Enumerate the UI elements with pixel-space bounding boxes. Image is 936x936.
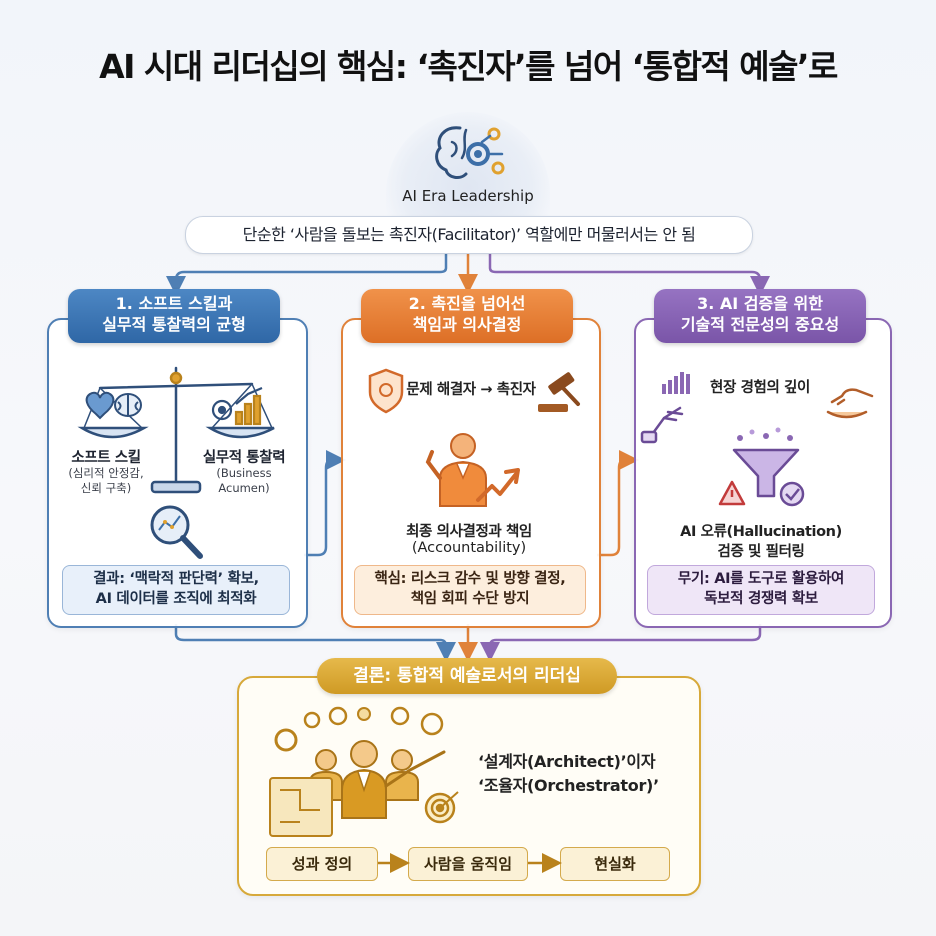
- panel-3-note-line1: 무기: AI를 도구로 활용하여: [677, 571, 845, 587]
- connector-p1-p2: [304, 450, 346, 557]
- verify-filter-label: 검증 및 필터링: [717, 544, 805, 560]
- panel-1-title: 1. 소프트 스킬과 실무적 통찰력의 균형: [68, 289, 280, 343]
- business-acumen-label: 실무적 통찰력: [202, 450, 286, 466]
- panel-1-note-line1: 결과: ‘맥락적 판단력’ 확보,: [93, 571, 259, 587]
- connector-blue-top: [166, 253, 448, 296]
- panel-2-core-note: 핵심: 리스크 감수 및 방향 결정, 책임 회피 수단 방지: [354, 565, 586, 615]
- panel-2-title: 2. 촉진을 넘어선 책임과 의사결정: [361, 289, 573, 343]
- panel-1-title-line1: 1. 소프트 스킬과: [115, 294, 233, 313]
- panel-3-note-line2: 독보적 경쟁력 확보: [704, 591, 818, 607]
- panel-1-note-line2: AI 데이터를 조직에 최적화: [95, 591, 257, 607]
- connector-purple-top: [488, 253, 770, 296]
- soft-skill-sub2: 신뢰 구축): [80, 481, 132, 495]
- conclusion-title: 결론: 통합적 예술로서의 리더십: [317, 658, 617, 694]
- panel-3-title-line2: 기술적 전문성의 중요성: [680, 315, 840, 334]
- architect-role: ‘설계자(Architect)’이자: [478, 752, 656, 771]
- step-move-people: 사람을 움직임: [408, 847, 528, 881]
- soft-skill-sub1: (심리적 안정감,: [68, 466, 144, 480]
- panel-3-weapon-note: 무기: AI를 도구로 활용하여 독보적 경쟁력 확보: [647, 565, 875, 615]
- business-acumen-sub2: Acumen): [218, 481, 270, 495]
- hub-label: AI Era Leadership: [402, 187, 534, 205]
- role-shift-label: 문제 해결자 → 촉진자: [406, 382, 536, 398]
- connector-p2-p3: [597, 450, 639, 557]
- panel-2-title-line1: 2. 촉진을 넘어선: [408, 294, 526, 313]
- ai-error-label: AI 오류(Hallucination): [680, 524, 842, 540]
- panel-2-note-line2: 책임 회피 수단 방지: [410, 591, 530, 607]
- panel-1-result-note: 결과: ‘맥락적 판단력’ 확보, AI 데이터를 조직에 최적화: [62, 565, 290, 615]
- panel-2-note-line1: 핵심: 리스크 감수 및 방향 결정,: [374, 571, 566, 587]
- soft-skill-label: 소프트 스킬: [71, 450, 141, 466]
- decision-accountability-label: 최종 의사결정과 책임: [406, 524, 532, 540]
- connector-purple-bottom: [480, 624, 762, 662]
- accountability-sub: (Accountability): [411, 540, 527, 556]
- field-experience-label: 현장 경험의 깊이: [710, 380, 810, 396]
- premise-banner: 단순한 ‘사람을 돌보는 촉진자(Facilitator)’ 역할에만 머물러서…: [185, 216, 753, 254]
- panel-3-title-line1: 3. AI 검증을 위한: [697, 294, 823, 313]
- panel-3-title: 3. AI 검증을 위한 기술적 전문성의 중요성: [654, 289, 866, 343]
- page-title: AI 시대 리더십의 핵심: ‘촉진자’를 넘어 ‘통합적 예술’로: [99, 47, 838, 86]
- panel-2-title-line2: 책임과 의사결정: [412, 315, 522, 334]
- business-acumen-sub1: (Business: [216, 466, 272, 480]
- step-realize: 현실화: [560, 847, 670, 881]
- step-define-results: 성과 정의: [266, 847, 378, 881]
- panel-1-title-line2: 실무적 통찰력의 균형: [102, 315, 246, 334]
- connector-blue-bottom: [174, 624, 456, 662]
- orchestrator-role: ‘조율자(Orchestrator)’: [478, 776, 659, 795]
